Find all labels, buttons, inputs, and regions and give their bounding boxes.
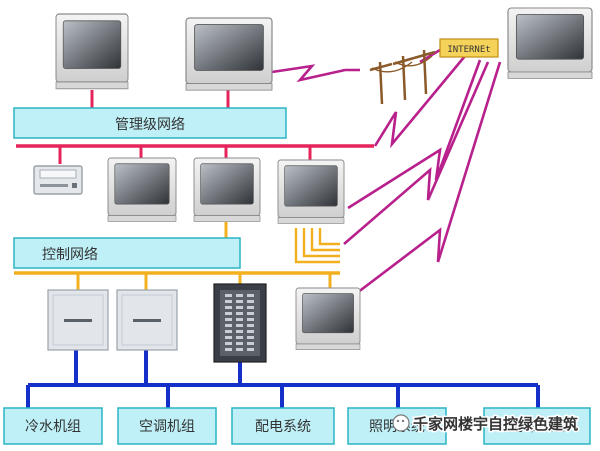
internet-links	[271, 48, 502, 304]
wechat-icon	[392, 414, 410, 432]
management-network-label: 管理级网络	[115, 117, 185, 133]
cabinet-indicator	[225, 294, 232, 297]
cabinet-indicator	[236, 336, 243, 339]
top-left-monitor-icon[interactable]	[55, 13, 129, 90]
cabinet-indicator	[225, 348, 232, 351]
subsystem-label: 配电系统	[255, 419, 311, 435]
subsystem-box[interactable]	[483, 407, 591, 445]
cabinet-indicator	[247, 336, 254, 339]
cabinet-indicator	[247, 342, 254, 345]
cabinet-indicator	[236, 348, 243, 351]
internet-box	[439, 38, 499, 58]
control-network-label: 控制网络	[42, 247, 98, 263]
watermark: 千家网楼宇自控绿色建筑	[392, 414, 580, 435]
subsystem-box[interactable]	[117, 407, 217, 445]
top-center-monitor-icon[interactable]	[185, 17, 273, 91]
cabinet-indicator	[247, 318, 254, 321]
watermark-text: 千家网楼宇自控绿色建筑	[413, 415, 578, 433]
subsystem-box[interactable]	[231, 407, 335, 445]
cabinet-indicator	[225, 336, 232, 339]
operator-monitor-3-icon[interactable]	[277, 159, 345, 224]
cabinet-indicator	[236, 324, 243, 327]
subsystem-label: 电梯系统	[509, 419, 565, 435]
printer-icon[interactable]	[33, 165, 83, 195]
cabinet-indicator	[225, 318, 232, 321]
cabinet-indicator	[247, 306, 254, 309]
field-bus	[26, 342, 540, 408]
ddc-controller-2-icon[interactable]	[116, 289, 178, 351]
cabinet-indicator	[236, 306, 243, 309]
cabinet-indicator	[236, 342, 243, 345]
subsystem-box[interactable]	[3, 407, 103, 445]
cabinet-indicator	[247, 324, 254, 327]
subsystem-label: 空调机组	[139, 419, 195, 435]
cabinet-indicator	[236, 312, 243, 315]
cabinet-indicator	[225, 324, 232, 327]
subsystem-label: 冷水机组	[25, 419, 81, 435]
remote-monitor-icon[interactable]	[507, 7, 593, 79]
cabinet-indicator	[247, 300, 254, 303]
cabinet-indicator	[225, 300, 232, 303]
cabinet-indicator	[247, 330, 254, 333]
cabinet-indicators	[225, 294, 254, 351]
cabinet-indicator	[247, 348, 254, 351]
operator-monitor-2-icon[interactable]	[193, 157, 261, 222]
cabinet-indicator	[236, 330, 243, 333]
control-monitor-icon[interactable]	[295, 287, 361, 351]
operator-monitor-1-icon[interactable]	[107, 157, 177, 222]
cabinet-indicator	[236, 294, 243, 297]
cabinet-indicator	[236, 300, 243, 303]
cabinet-indicator	[247, 312, 254, 315]
control-network-bar	[13, 237, 241, 269]
control-bus	[14, 222, 340, 290]
management-network-bar	[13, 107, 287, 139]
cabinet-indicator	[225, 312, 232, 315]
cabinet-indicator	[247, 294, 254, 297]
management-bus	[16, 90, 374, 164]
utility-pole-icon	[369, 49, 436, 105]
ddc-controller-1-icon[interactable]	[47, 289, 109, 351]
cabinet-indicator	[225, 306, 232, 309]
internet-label: INTERNEt	[447, 45, 490, 55]
cabinet-indicator	[236, 318, 243, 321]
cabinet-indicator	[225, 330, 232, 333]
cabinet-indicator	[225, 342, 232, 345]
